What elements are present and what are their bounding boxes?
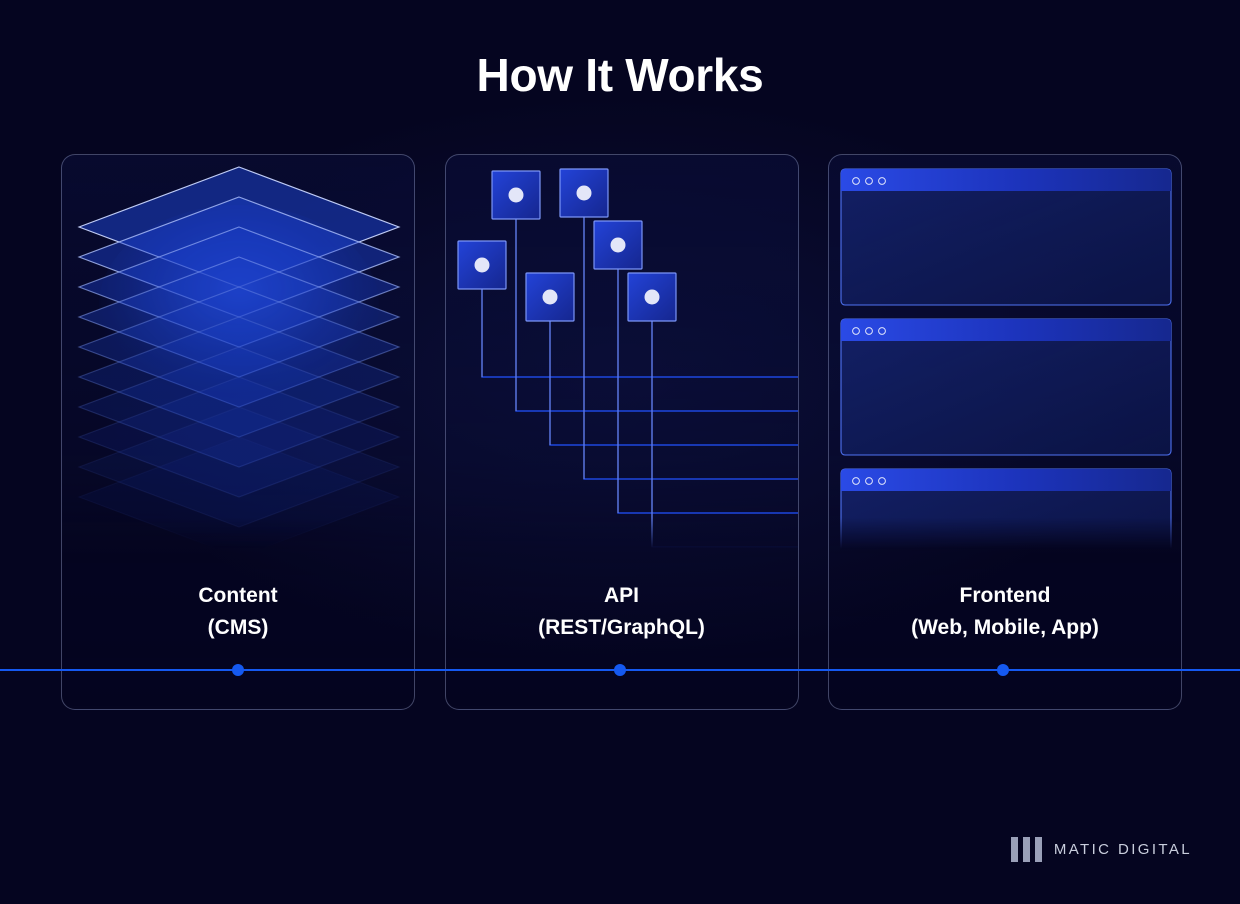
panel-label-frontend: Frontend xyxy=(959,584,1051,607)
rail-node-content[interactable] xyxy=(232,664,244,676)
panel-caption-content: Content (CMS) xyxy=(62,580,414,644)
panel-sublabel-api: (REST/GraphQL) xyxy=(538,616,705,639)
panel-sublabel-content: (CMS) xyxy=(207,616,269,639)
rail-node-api[interactable] xyxy=(614,664,626,676)
panel-row: Content (CMS) xyxy=(61,154,1182,710)
brand-logo[interactable]: MATIC DIGITAL xyxy=(1010,837,1192,862)
browser-window-1 xyxy=(840,168,1172,306)
panel-api[interactable]: API (REST/GraphQL) xyxy=(444,154,799,710)
node-graph-svg xyxy=(456,168,798,548)
browser-windows-illustration xyxy=(829,155,1181,549)
panel-label-content: Content xyxy=(198,584,278,607)
panel-content[interactable]: Content (CMS) xyxy=(61,154,415,710)
node-graph-illustration xyxy=(446,155,798,549)
panel-sublabel-frontend: (Web, Mobile, App) xyxy=(911,616,1099,639)
browser-window-2 xyxy=(840,318,1172,456)
browser-window-3 xyxy=(840,468,1172,549)
matic-bars-icon xyxy=(1010,837,1042,862)
layer-stack-svg xyxy=(77,166,401,549)
panel-frontend[interactable]: Frontend (Web, Mobile, App) xyxy=(828,154,1182,710)
panel-caption-frontend: Frontend (Web, Mobile, App) xyxy=(829,580,1181,644)
page-title: How It Works xyxy=(476,49,764,101)
layer-stack-illustration xyxy=(62,155,414,549)
rail-node-frontend[interactable] xyxy=(997,664,1009,676)
panel-label-api: API xyxy=(603,584,639,607)
browser-windows-svg xyxy=(840,168,1172,549)
brand-name: MATIC DIGITAL xyxy=(1053,841,1192,858)
panel-caption-api: API (REST/GraphQL) xyxy=(446,580,798,644)
